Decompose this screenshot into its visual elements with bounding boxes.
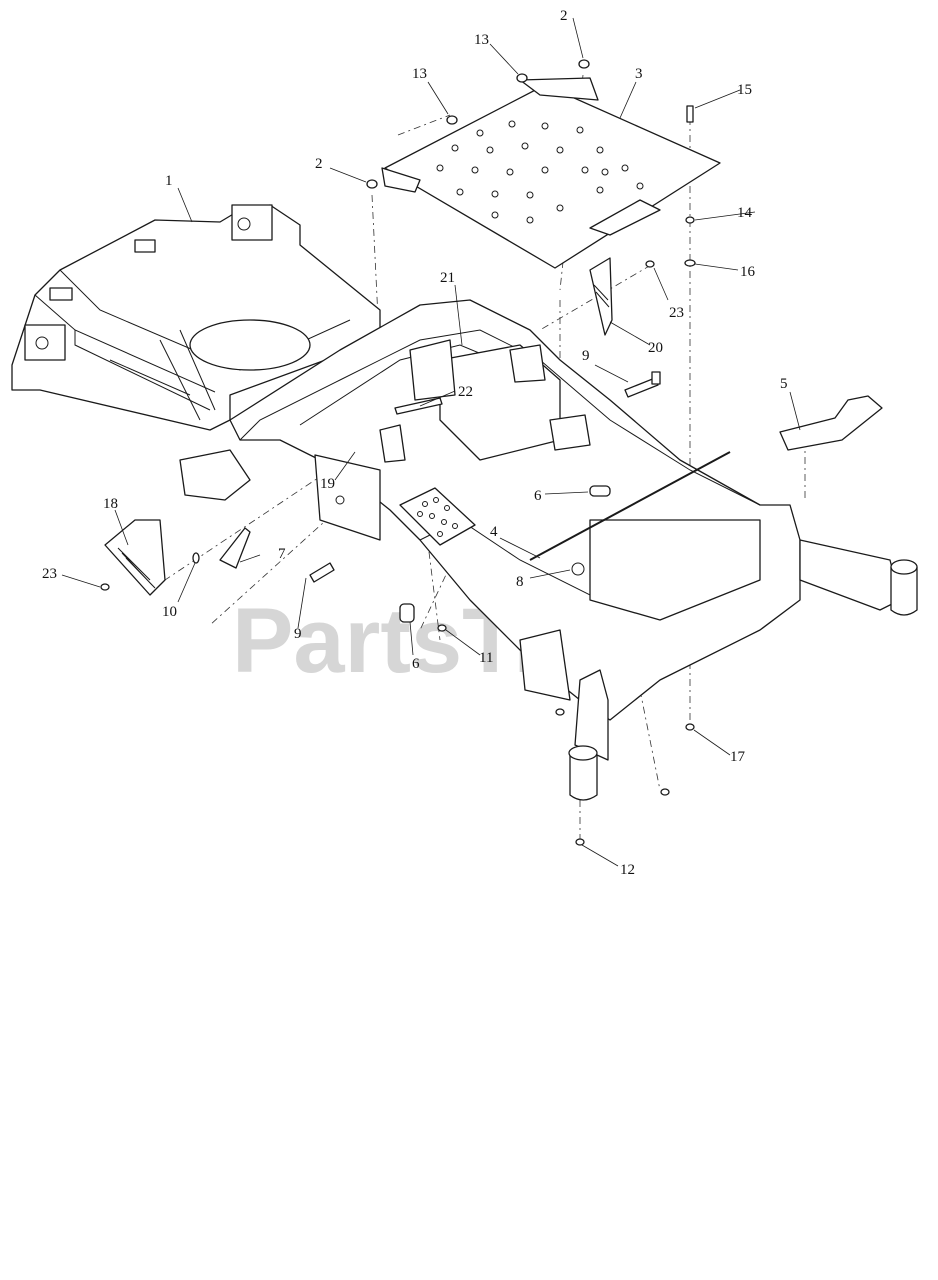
- bottom-nut-a: [555, 708, 565, 716]
- callout-18: 18: [103, 496, 118, 512]
- main-chassis-frame: [179, 299, 901, 761]
- part-13-spacer-left: [446, 115, 458, 125]
- part-1-mount-frame: [11, 204, 381, 431]
- part-2-nut-upper: [578, 59, 590, 69]
- leader-lines: [61, 17, 801, 867]
- part-9-bolt-lower: [309, 562, 335, 583]
- callout-19: 19: [320, 476, 335, 492]
- part-10-clip: [192, 552, 200, 564]
- part-12-clip: [575, 838, 585, 846]
- part-8-knob: [571, 562, 585, 576]
- callout-21: 21: [440, 270, 455, 286]
- callout-23-right: 23: [669, 305, 684, 321]
- part-14-nut: [685, 216, 695, 224]
- callout-16: 16: [740, 264, 756, 280]
- part-7-knob: [219, 527, 251, 569]
- callout-15: 15: [737, 82, 752, 98]
- callout-7: 7: [278, 546, 286, 562]
- bottom-nut-b: [660, 788, 670, 796]
- part-18-shield: [104, 519, 166, 596]
- callout-6-lower: 6: [412, 656, 420, 672]
- part-9-head-upper: [651, 371, 661, 385]
- part-16-washer: [684, 259, 696, 267]
- callout-6-upper: 6: [534, 488, 542, 504]
- callout-13-upper: 13: [474, 32, 489, 48]
- callout-10: 10: [162, 604, 177, 620]
- callout-23-left: 23: [42, 566, 57, 582]
- part-17-nut: [685, 723, 695, 731]
- callout-14: 14: [737, 205, 753, 221]
- hardware: [100, 59, 696, 846]
- part-19-step-plate: [399, 487, 476, 546]
- callout-8: 8: [516, 574, 524, 590]
- part-5-pad: [779, 395, 883, 451]
- callout-13-left: 13: [412, 66, 427, 82]
- callout-2-left: 2: [315, 156, 323, 172]
- foot-plate-holes: [436, 120, 644, 224]
- callout-5: 5: [780, 376, 788, 392]
- callout-12: 12: [620, 862, 635, 878]
- part-23-nut-left: [100, 583, 110, 591]
- part-11-nut: [437, 624, 447, 632]
- callout-3: 3: [635, 66, 643, 82]
- part-9-bolt-upper: [624, 377, 659, 398]
- callout-4: 4: [490, 524, 498, 540]
- callout-9-upper: 9: [582, 348, 590, 364]
- callout-1: 1: [165, 173, 173, 189]
- callout-20: 20: [648, 340, 663, 356]
- caster-tubes: [568, 559, 918, 801]
- callouts: 1 2 2 3 4 5 6 6 7 8 9 9 10 11 12 13 13 1…: [42, 8, 788, 878]
- part-6-pin-lower: [399, 603, 415, 623]
- callout-17: 17: [730, 749, 746, 765]
- callout-9-lower: 9: [294, 626, 302, 642]
- callout-22: 22: [458, 384, 473, 400]
- part-13-spacer-upper: [516, 73, 528, 83]
- callout-2-top: 2: [560, 8, 568, 24]
- part-20-shield: [589, 257, 613, 336]
- part-23-nut-right: [645, 260, 655, 268]
- part-6-pin-upper: [589, 485, 611, 497]
- callout-11: 11: [479, 650, 493, 666]
- part-3-foot-plate: [381, 77, 721, 269]
- part-4-rod: [529, 451, 731, 561]
- part-15-bolt: [686, 105, 694, 123]
- part-2-nut-left: [366, 179, 378, 189]
